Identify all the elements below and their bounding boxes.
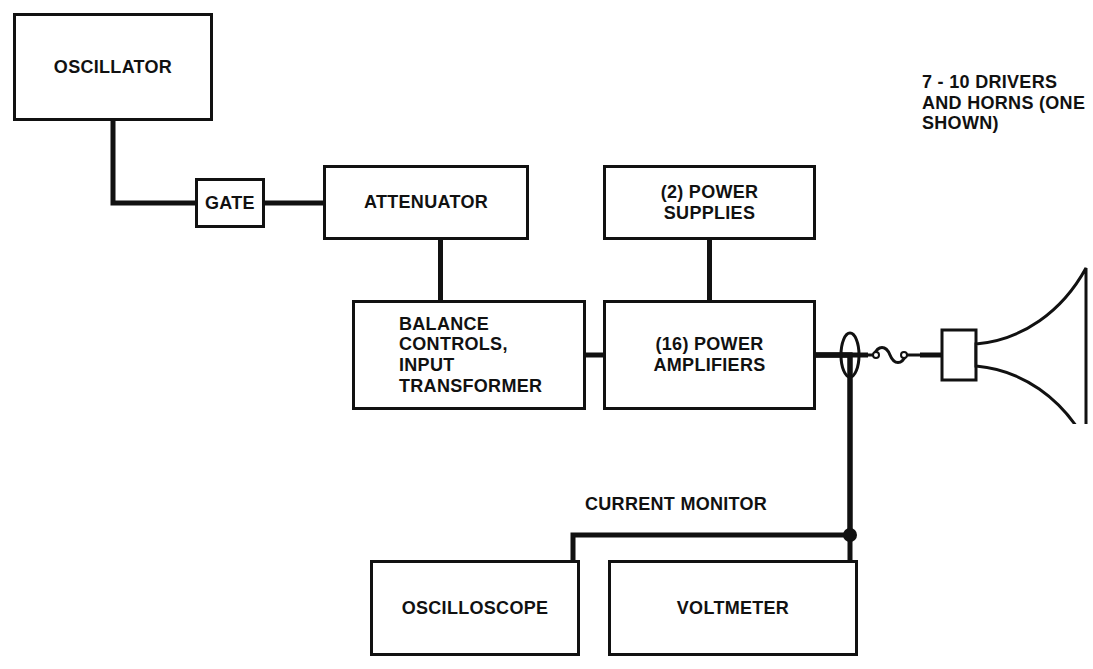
voltmeter-box: VOLTMETER [608, 560, 858, 656]
oscillator-box: OSCILLATOR [13, 13, 213, 121]
signal-wire [707, 240, 712, 300]
node-label: 7 - 10 DRIVERS AND HORNS (ONE SHOWN) [922, 72, 1087, 134]
node-label: VOLTMETER [677, 598, 789, 619]
node-label: (16) POWER AMPLIFIERS [635, 334, 785, 375]
fuse-terminal [873, 352, 879, 358]
power-supply-box: (2) POWER SUPPLIES [603, 165, 816, 240]
signal-wire [573, 355, 850, 560]
current-monitor-ring [841, 333, 859, 377]
signal-label: CURRENT MONITOR [583, 494, 769, 515]
signal-wire [438, 240, 443, 300]
balance-box: BALANCE CONTROLS, INPUT TRANSFORMER [352, 300, 586, 410]
fuse-terminal [901, 352, 907, 358]
signal-wire [586, 353, 603, 358]
node-label: ATTENUATOR [364, 192, 488, 213]
signal-wire [265, 201, 323, 206]
junction-dot [843, 528, 857, 542]
attenuator-box: ATTENUATOR [323, 165, 529, 240]
gate-box: GATE [195, 178, 265, 228]
node-label: BALANCE CONTROLS, INPUT TRANSFORMER [399, 314, 539, 397]
node-label: OSCILLOSCOPE [402, 598, 549, 619]
fuse-symbol [866, 348, 922, 363]
amplifier-box: (16) POWER AMPLIFIERS [603, 300, 816, 410]
signal-wire [816, 355, 850, 560]
driver-horn: 7 - 10 DRIVERS AND HORNS (ONE SHOWN) [922, 72, 1090, 424]
signal-wire [113, 121, 195, 203]
oscilloscope-box: OSCILLOSCOPE [370, 560, 580, 656]
node-label: GATE [205, 193, 255, 214]
node-label: (2) POWER SUPPLIES [635, 182, 785, 223]
node-label: OSCILLATOR [54, 57, 172, 78]
